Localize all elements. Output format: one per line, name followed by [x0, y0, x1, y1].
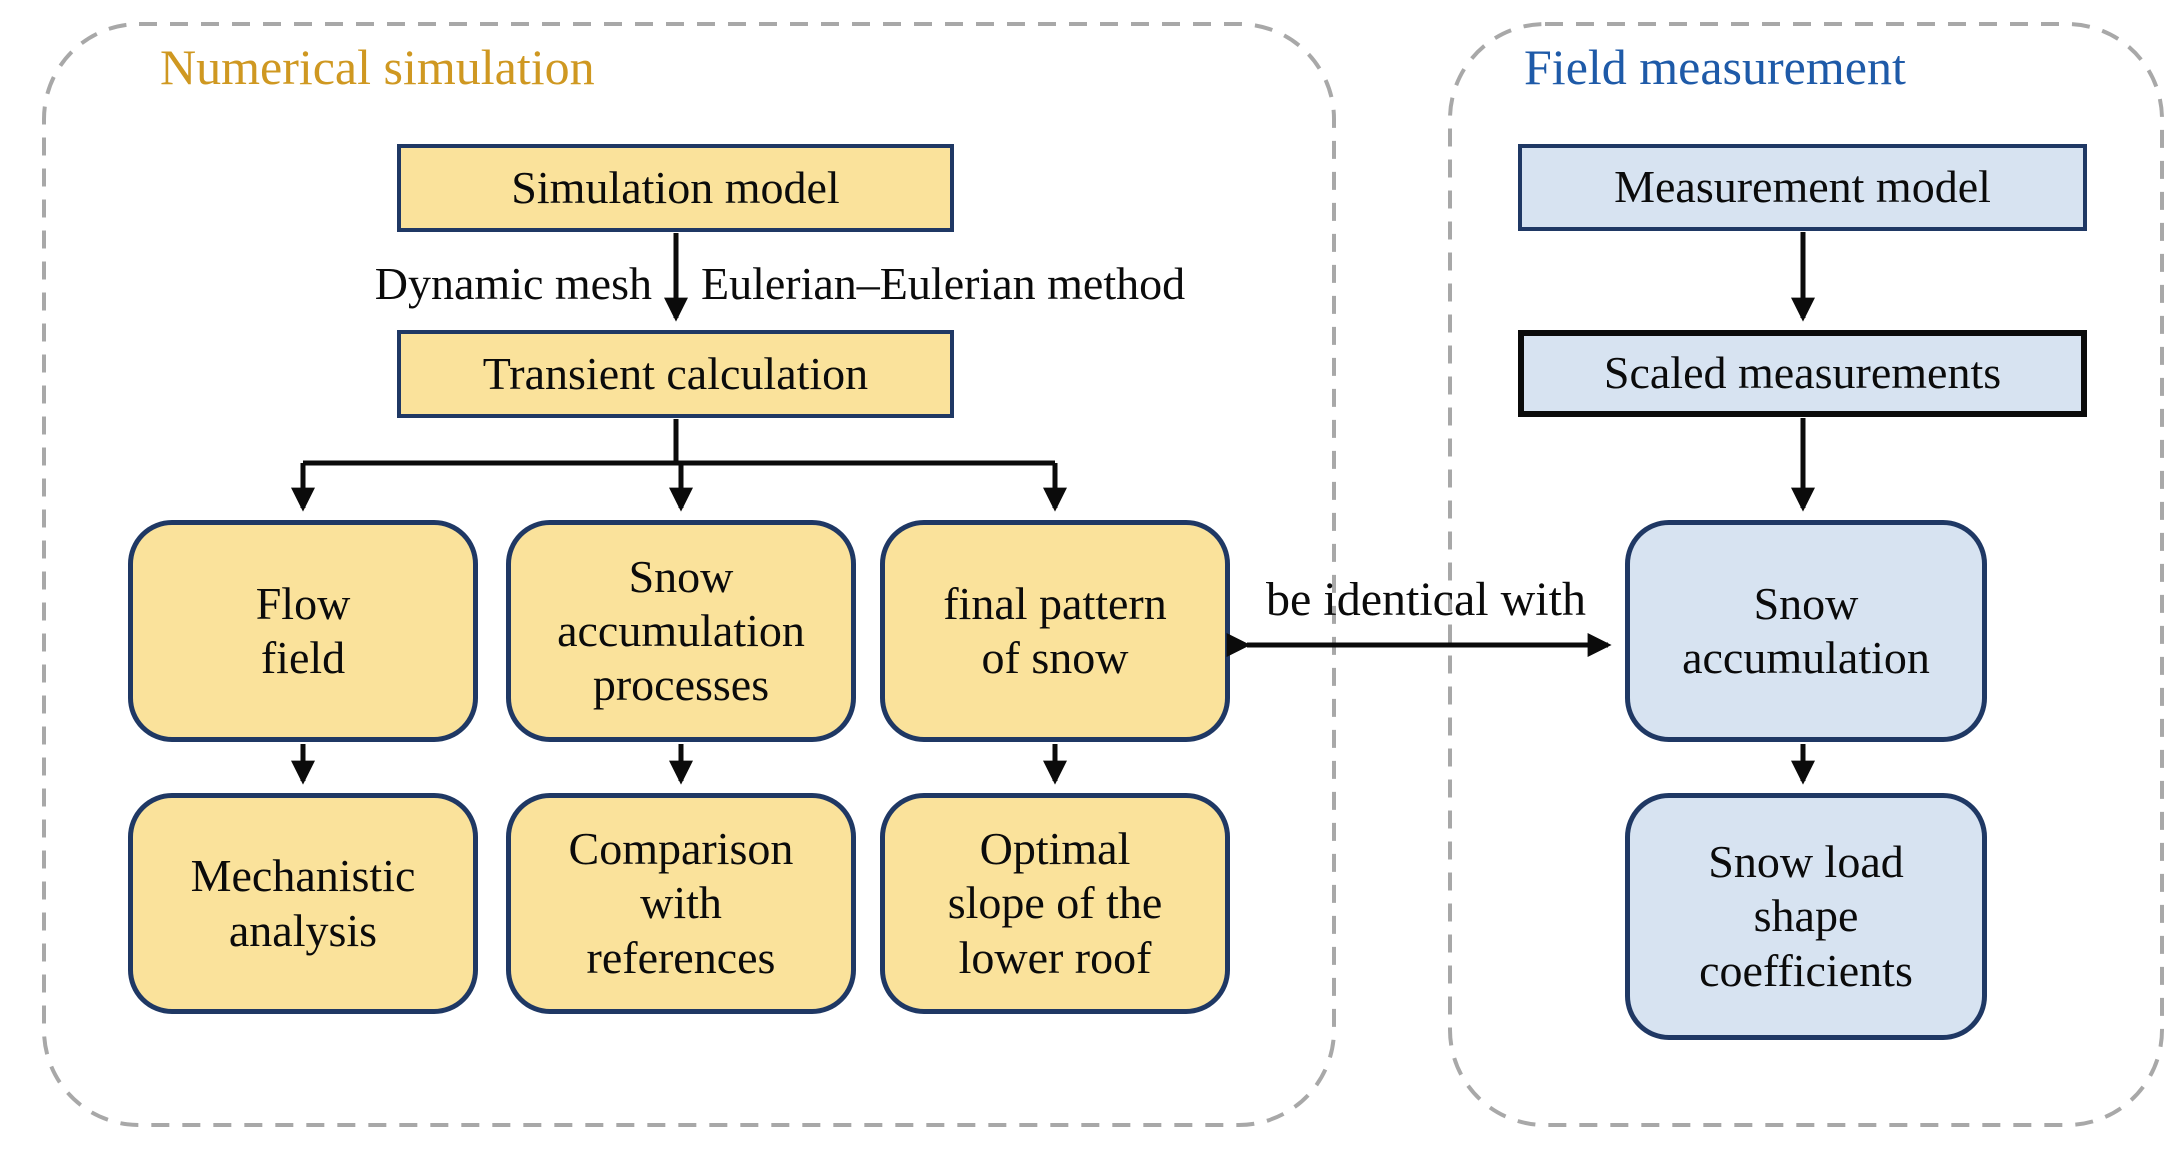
node-transient-calculation: Transient calculation — [397, 330, 954, 418]
node-snow-accumulation: Snow accumulation — [1625, 520, 1987, 742]
node-comparison-with-references: Comparison with references — [506, 793, 856, 1014]
field-measurement-title: Field measurement — [1524, 39, 1906, 95]
node-simulation-model: Simulation model — [397, 144, 954, 232]
node-flow-field: Flow field — [128, 520, 478, 742]
node-measurement-model: Measurement model — [1518, 144, 2087, 231]
node-mechanistic-analysis: Mechanistic analysis — [128, 793, 478, 1014]
node-final-pattern-of-snow: final pattern of snow — [880, 520, 1230, 742]
node-snow-accumulation-processes: Snow accumulation processes — [506, 520, 856, 742]
numerical-simulation-title: Numerical simulation — [160, 39, 595, 95]
be-identical-with-label: be identical with — [1266, 573, 1586, 626]
node-scaled-measurements: Scaled measurements — [1518, 330, 2087, 417]
branch-connector — [303, 419, 1055, 466]
edge-label-eulerian-method: Eulerian–Eulerian method — [701, 258, 1186, 309]
edge-label-dynamic-mesh: Dynamic mesh — [374, 258, 652, 309]
node-optimal-slope-of-lower-roof: Optimal slope of the lower roof — [880, 793, 1230, 1014]
node-snow-load-shape-coefficients: Snow load shape coefficients — [1625, 793, 1987, 1040]
